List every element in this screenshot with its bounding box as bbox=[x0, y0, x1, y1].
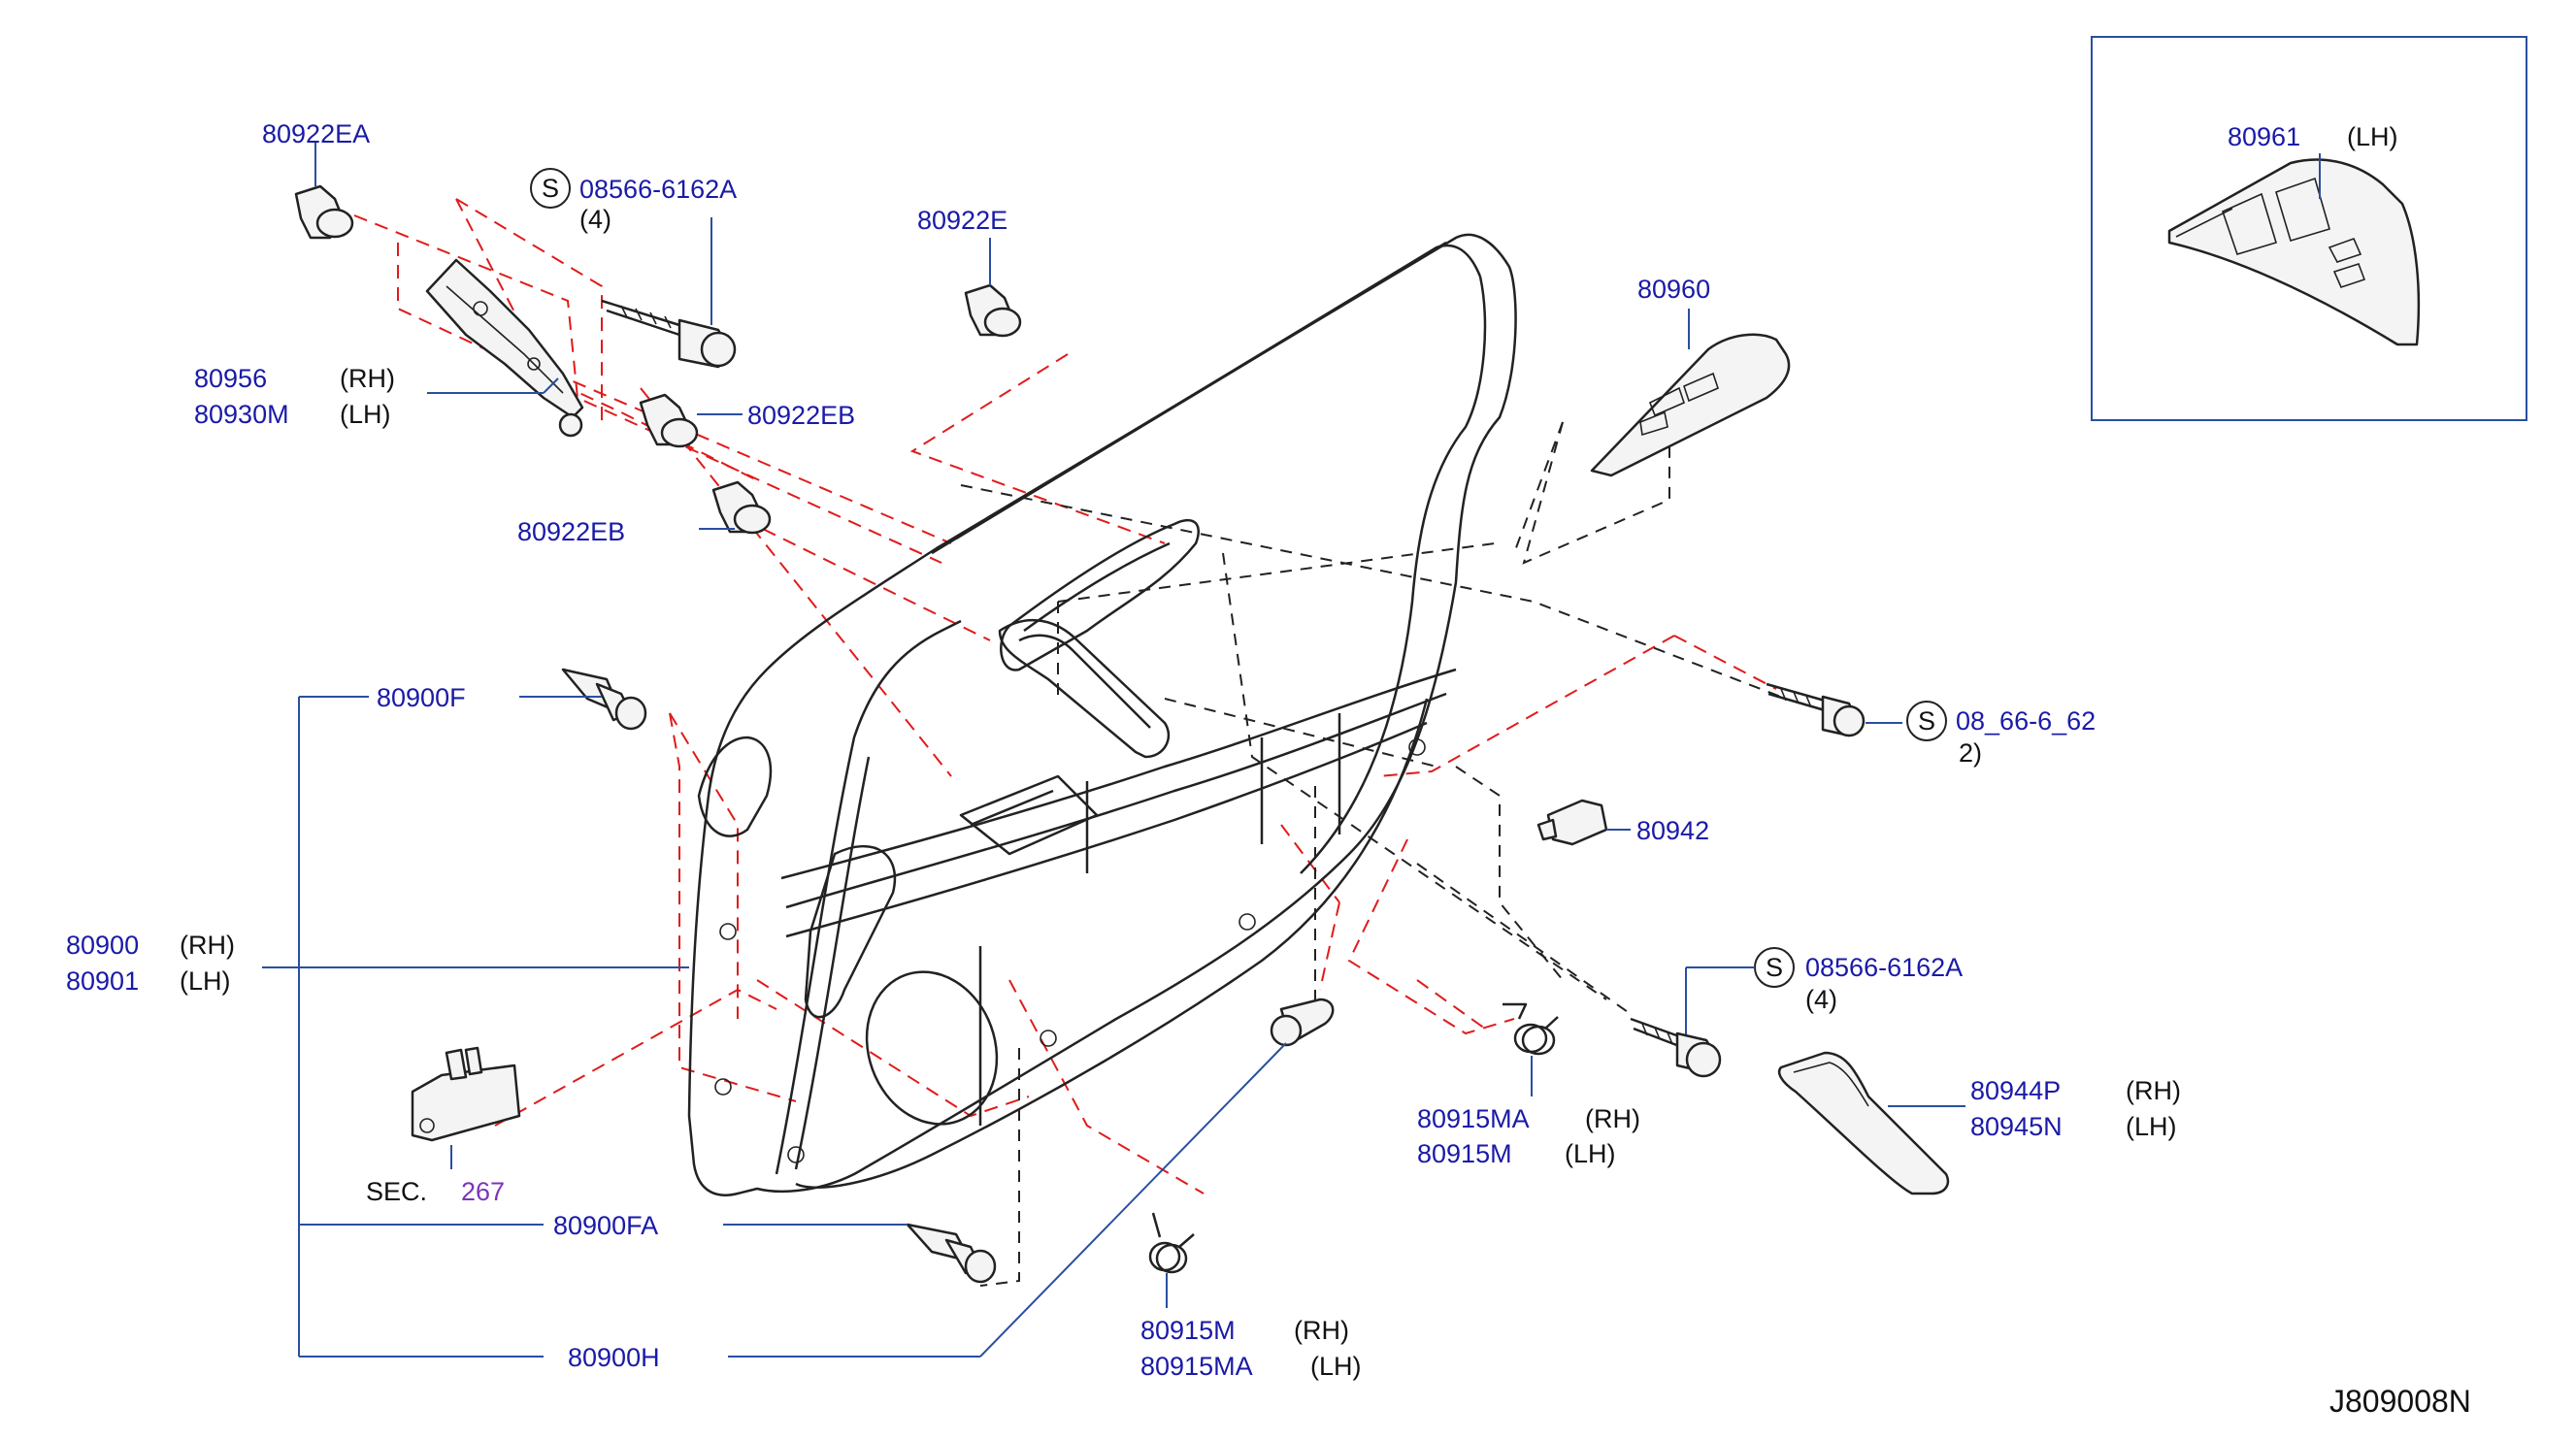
clip-80922EA-icon bbox=[294, 184, 354, 240]
label-80956-side: (RH) bbox=[340, 364, 395, 393]
screw-s-mid-icon: S bbox=[1754, 947, 1795, 988]
label-screw-right-qty: 2) bbox=[1959, 738, 1982, 768]
label-80915M-r: 80915M bbox=[1417, 1139, 1512, 1168]
label-80900FA: 80900FA bbox=[553, 1211, 658, 1240]
spring-clip-right-icon bbox=[1503, 1002, 1559, 1056]
label-screw-top-qty: (4) bbox=[579, 205, 611, 234]
label-screw-mid-qty: (4) bbox=[1805, 985, 1837, 1014]
diagram-reference: J809008N bbox=[2329, 1384, 2471, 1419]
label-80930M: 80930M bbox=[194, 400, 289, 429]
clip-80900F-icon bbox=[561, 668, 647, 731]
label-80900: 80900 bbox=[66, 931, 139, 960]
clip-80942-icon bbox=[1536, 799, 1608, 846]
label-80961: 80961 bbox=[2228, 122, 2300, 151]
svg-text:S: S bbox=[1918, 706, 1935, 736]
label-80900-side: (RH) bbox=[180, 931, 235, 960]
finisher-icon bbox=[1777, 1051, 1950, 1195]
label-80956: 80956 bbox=[194, 364, 267, 393]
label-80942: 80942 bbox=[1636, 816, 1709, 845]
label-80915M-b: 80915M bbox=[1140, 1316, 1236, 1345]
label-80922EB-a: 80922EB bbox=[747, 401, 855, 430]
label-80961-side: (LH) bbox=[2347, 122, 2398, 151]
svg-text:S: S bbox=[542, 174, 559, 203]
switch-panel-lh-icon bbox=[2167, 158, 2421, 346]
module-sec-267-icon bbox=[411, 1046, 521, 1142]
label-80901-side: (LH) bbox=[180, 966, 231, 996]
screw-s-right-icon: S bbox=[1906, 701, 1947, 741]
label-80945N-side: (LH) bbox=[2126, 1112, 2177, 1141]
label-80915M-b-side: (RH) bbox=[1294, 1316, 1349, 1345]
label-80922EA: 80922EA bbox=[262, 119, 370, 148]
clip-80922EB-a-icon bbox=[639, 393, 699, 448]
spring-clip-bottom-icon bbox=[1148, 1212, 1195, 1274]
label-sec-num: 267 bbox=[461, 1177, 505, 1206]
leader-80956b bbox=[543, 377, 559, 394]
label-screw-right: 08_66-6_62 bbox=[1956, 706, 2096, 736]
door-trim-icon bbox=[687, 233, 1517, 1196]
label-80960: 80960 bbox=[1637, 275, 1710, 304]
label-80944P: 80944P bbox=[1970, 1076, 2061, 1105]
switch-panel-80960-icon bbox=[1590, 333, 1791, 477]
label-80922E: 80922E bbox=[917, 206, 1007, 235]
svg-text:S: S bbox=[1766, 953, 1783, 982]
clip-80922EB-b-icon bbox=[711, 480, 772, 535]
grommet-80900H-icon bbox=[1270, 998, 1335, 1047]
label-screw-mid: 08566-6162A bbox=[1805, 953, 1963, 982]
label-80915MA-r: 80915MA bbox=[1417, 1104, 1530, 1133]
label-80930M-side: (LH) bbox=[340, 400, 391, 429]
label-80901: 80901 bbox=[66, 966, 139, 996]
label-80915MA-b: 80915MA bbox=[1140, 1352, 1253, 1381]
bracket-80900-leaders bbox=[262, 696, 689, 1358]
label-80900F: 80900F bbox=[377, 683, 466, 712]
label-80915MA-r-side: (RH) bbox=[1585, 1104, 1640, 1133]
label-sec-prefix: SEC. bbox=[366, 1177, 427, 1206]
label-80915M-r-side: (LH) bbox=[1565, 1139, 1616, 1168]
clip-80900FA-icon bbox=[906, 1223, 997, 1284]
black-dashed-lines bbox=[960, 421, 1787, 1287]
clip-80922E-icon bbox=[964, 283, 1022, 338]
screw-s-icon: S bbox=[530, 168, 571, 209]
label-screw-top: 08566-6162A bbox=[579, 175, 737, 204]
label-80915MA-b-side: (LH) bbox=[1310, 1352, 1362, 1381]
screw-right-icon bbox=[1766, 682, 1866, 737]
label-80944P-side: (RH) bbox=[2126, 1076, 2181, 1105]
label-80922EB-b: 80922EB bbox=[517, 517, 625, 546]
screw-top-icon bbox=[601, 299, 737, 369]
leader-80900H-b bbox=[979, 1042, 1287, 1358]
inset-frame bbox=[2091, 36, 2527, 421]
label-80945N: 80945N bbox=[1970, 1112, 2063, 1141]
screw-mid-icon bbox=[1630, 1017, 1722, 1078]
label-80900H: 80900H bbox=[568, 1343, 660, 1372]
bracket-icon bbox=[425, 258, 584, 438]
